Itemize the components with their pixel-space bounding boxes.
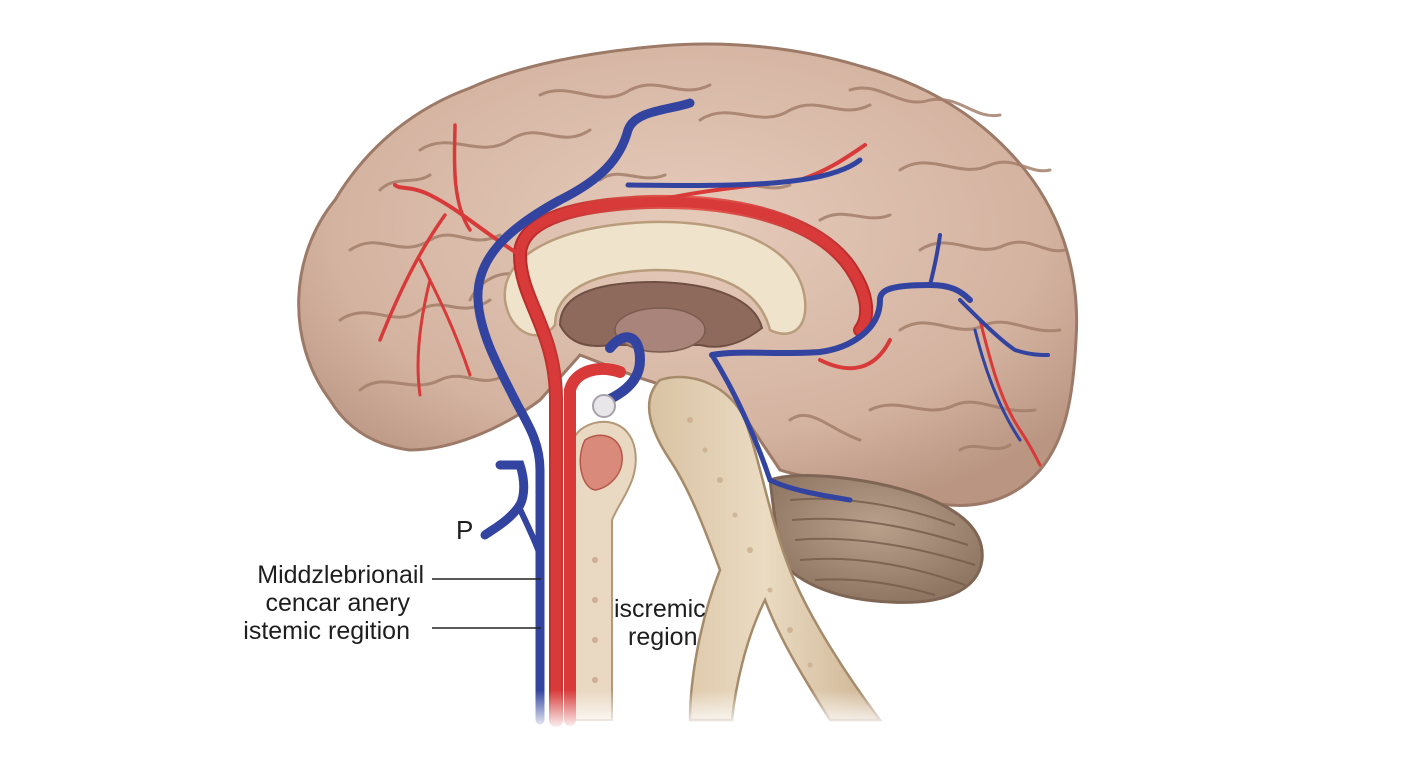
label-left-line2: cencar anery: [265, 589, 410, 617]
cerebellum: [768, 474, 984, 604]
label-right-line2: region: [628, 623, 698, 651]
corpus-callosum: [503, 220, 807, 353]
arteries: [378, 123, 1042, 727]
label-left-line1: Middzlebrionail: [257, 561, 424, 589]
brainstem: [647, 375, 883, 722]
vertebral-column: [565, 420, 637, 721]
label-left-line3: istemic regition: [243, 617, 410, 645]
p-marker-label: P: [456, 515, 474, 545]
cerebrum: [297, 42, 1079, 507]
veins: [473, 98, 1050, 725]
label-right-line1: iscremic: [614, 595, 706, 623]
vessel-node: [592, 394, 616, 418]
